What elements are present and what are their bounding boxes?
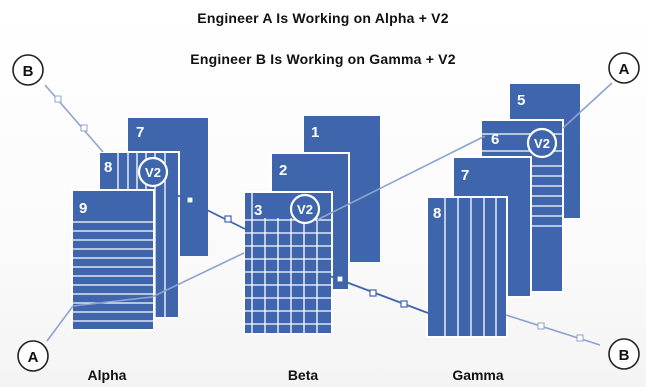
gamma-page-5-label: 5	[517, 92, 525, 109]
connector-node	[187, 197, 193, 203]
connector-node	[81, 125, 87, 131]
gamma-stack: 5 6 7 8	[427, 84, 580, 337]
alpha-page-8-label: 8	[104, 159, 112, 176]
endpoint-a-label: A	[619, 61, 630, 78]
caption-beta: Beta	[258, 367, 348, 383]
endpoint-b-label: B	[23, 63, 34, 80]
beta-v2-label: V2	[297, 202, 313, 217]
endpoint-b-label: B	[619, 347, 630, 364]
connector-node	[538, 323, 544, 329]
caption-gamma: Gamma	[433, 367, 523, 383]
endpoint-a-top-right: A	[609, 53, 639, 83]
beta-page-1-label: 1	[311, 124, 319, 141]
connector-node	[55, 96, 61, 102]
connector-node	[337, 276, 343, 282]
connector-node	[401, 301, 407, 307]
connector-node	[370, 290, 376, 296]
alpha-page-9-label: 9	[79, 200, 87, 217]
beta-stack: 1 2 3	[244, 116, 380, 334]
gamma-v2-label: V2	[534, 136, 550, 151]
endpoint-b-bottom-right: B	[609, 339, 639, 369]
endpoint-b-top-left: B	[13, 55, 43, 85]
connector-node	[577, 335, 583, 341]
gamma-page-7-label: 7	[461, 167, 469, 184]
gamma-page-8-label: 8	[433, 205, 441, 222]
endpoint-a-label: A	[28, 349, 39, 366]
endpoint-a-bottom-left: A	[18, 341, 48, 371]
caption-alpha: Alpha	[62, 367, 152, 383]
connector-node	[225, 216, 231, 222]
beta-page-2-label: 2	[279, 162, 287, 179]
alpha-v2-label: V2	[145, 165, 161, 180]
alpha-page-7-label: 7	[136, 124, 144, 141]
beta-page-3-label: 3	[254, 202, 262, 219]
